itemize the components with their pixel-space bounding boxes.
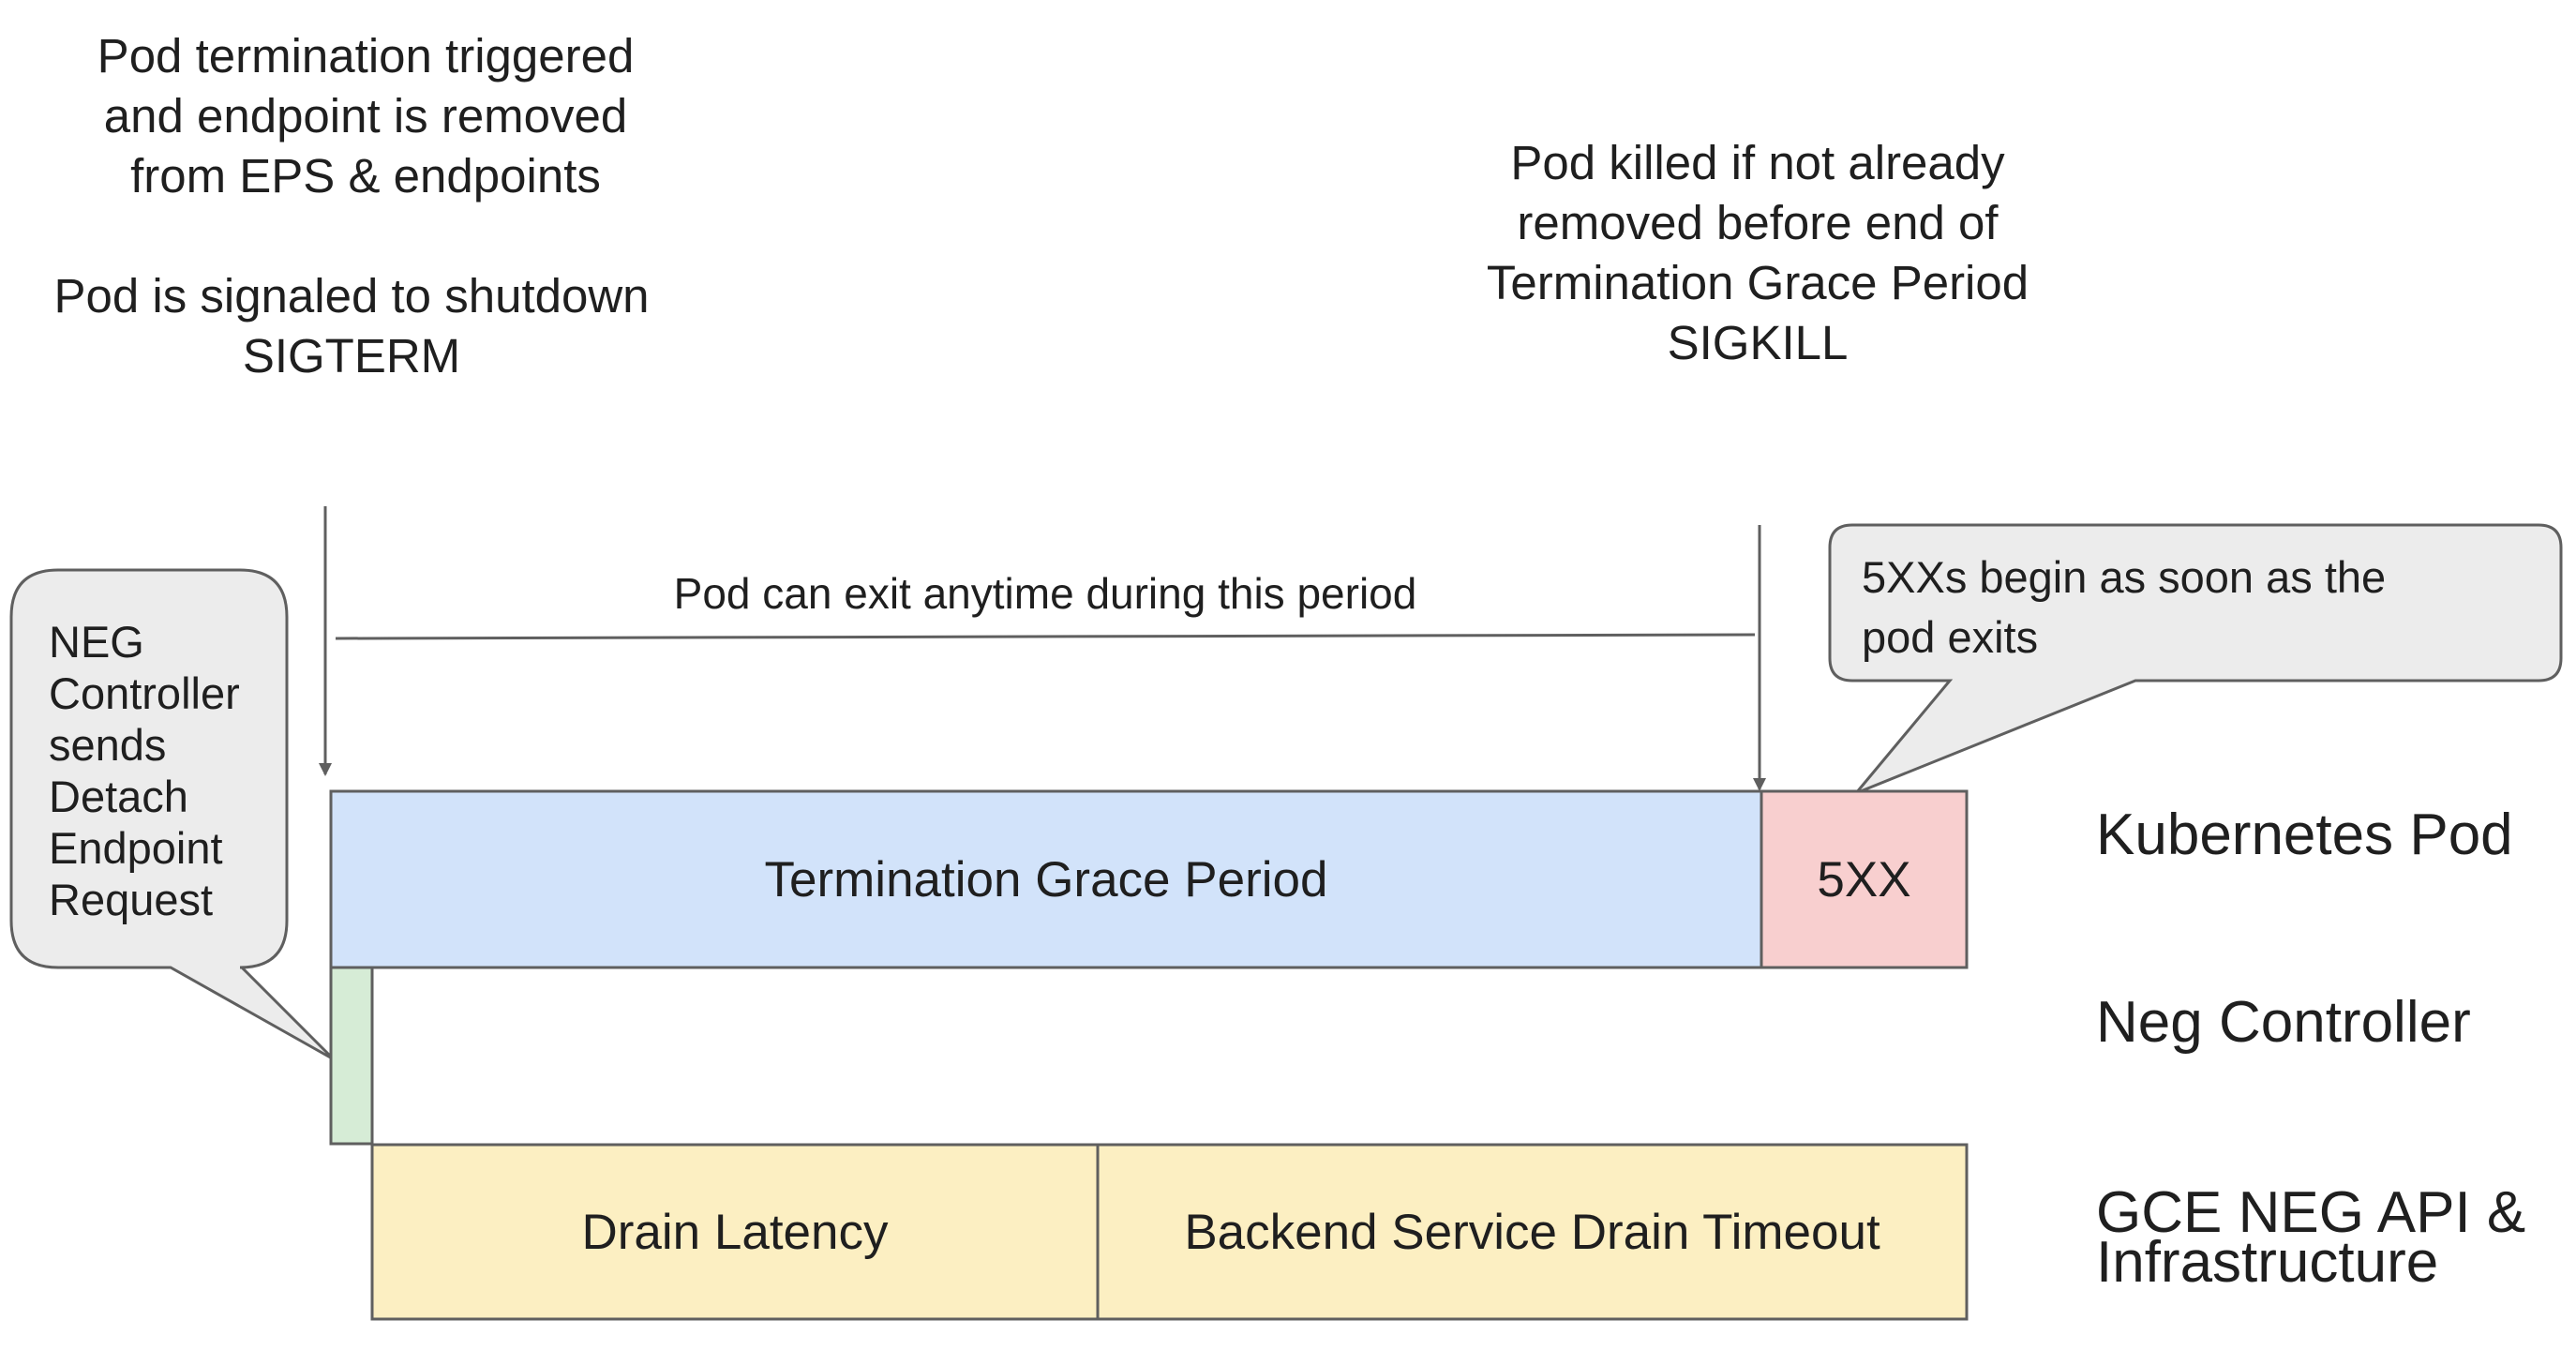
five-xx-callout-text: 5XXs begin as soon as the pod exits [1862, 552, 2387, 662]
sigterm-annotation: Pod is signaled to shutdown SIGTERM [53, 269, 650, 382]
five-xx-bar [1760, 789, 1969, 969]
row-label-gce-neg-api: GCE NEG API & Infrastructure [2096, 1180, 2526, 1295]
exit-period-line [335, 633, 1756, 640]
backend-service-drain-timeout-bar [1096, 1143, 1969, 1321]
exit-period-label: Pod can exit anytime during this period [673, 569, 1417, 618]
neg-controller-callout-shape [9, 568, 336, 1061]
drain-latency-bar [370, 1143, 1100, 1321]
sigkill-annotation: Pod killed if not already removed before… [1486, 136, 2029, 369]
termination-grace-period-bar [329, 789, 1763, 969]
row-label-neg-controller: Neg Controller [2096, 990, 2471, 1055]
termination-trigger-annotation: Pod termination triggered and endpoint i… [97, 29, 635, 202]
row-label-kubernetes-pod: Kubernetes Pod [2096, 802, 2513, 867]
neg-controller-callout-text: NEG Controller sends Detach Endpoint Req… [49, 617, 240, 924]
five-xx-callout-shape [1828, 523, 2563, 795]
neg-controller-bar [329, 966, 374, 1146]
